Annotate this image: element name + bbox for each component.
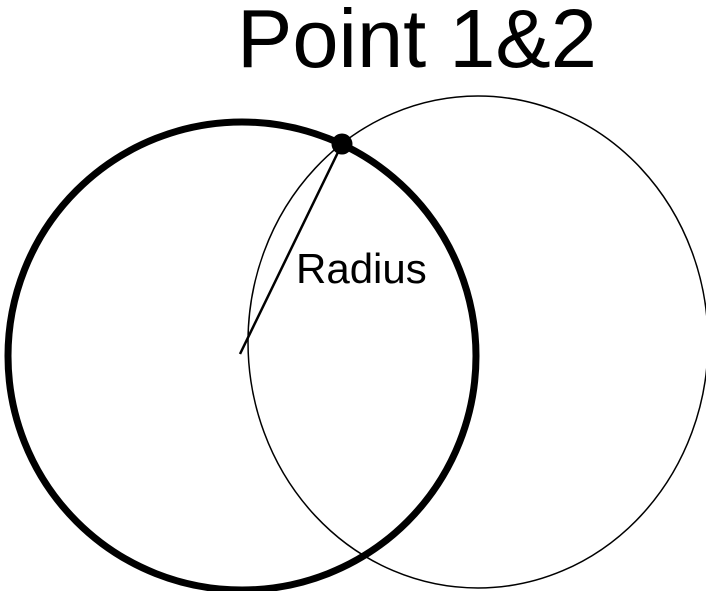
thin-circle-point2 bbox=[247, 95, 706, 589]
intersection-point-dot bbox=[331, 133, 353, 155]
radius-label: Radius bbox=[296, 245, 427, 292]
thick-circle-point1 bbox=[4, 118, 480, 591]
radius-line bbox=[238, 143, 344, 355]
diagram-title: Point 1&2 bbox=[237, 0, 597, 85]
